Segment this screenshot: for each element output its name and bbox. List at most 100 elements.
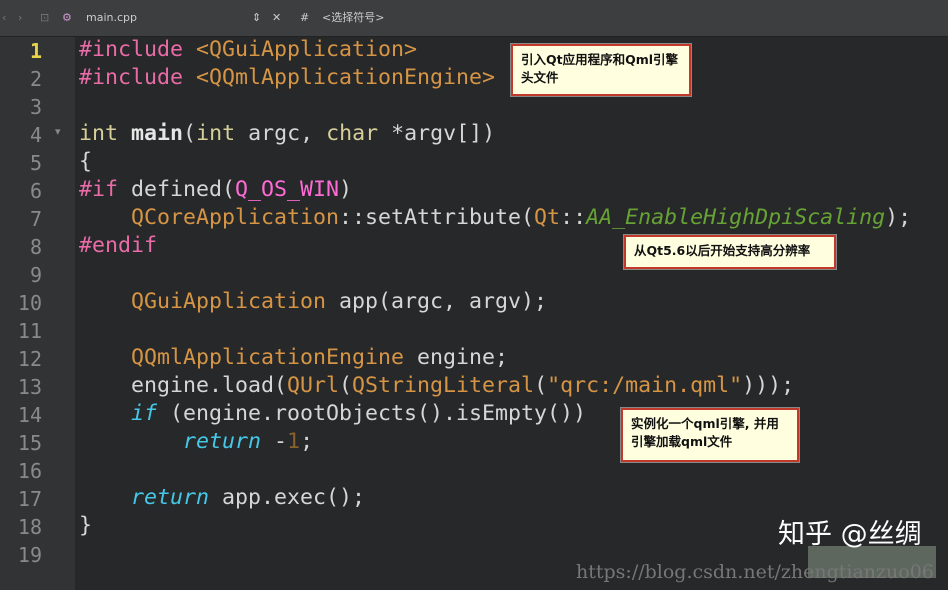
line-number: 17 <box>17 487 42 511</box>
line-number: 14 <box>17 403 42 427</box>
code-token: - <box>261 429 288 454</box>
code-token: ))); <box>742 373 795 398</box>
code-token: return <box>183 429 262 454</box>
code-token: <QGuiApplication> <box>196 37 418 62</box>
line-number: 15 <box>17 431 42 455</box>
line-number: 19 <box>17 543 42 567</box>
code-line[interactable]: } <box>79 513 92 539</box>
line-number: 4 <box>29 123 42 147</box>
line-number: 6 <box>29 179 42 203</box>
line-number: 13 <box>17 375 42 399</box>
annotation-highdpi: 从Qt5.6以后开始支持高分辨率 <box>623 234 837 270</box>
code-token: QQmlApplicationEngine <box>131 345 405 370</box>
code-token: ; <box>300 429 314 454</box>
code-token: ( <box>339 373 353 398</box>
code-line[interactable]: #if defined(Q_OS_WIN) <box>79 177 352 203</box>
back-icon[interactable]: ‹ <box>2 11 7 24</box>
code-token: "qrc:/main.qml" <box>547 373 743 398</box>
code-line[interactable]: { <box>79 149 92 175</box>
code-token: <QQmlApplicationEngine> <box>196 65 496 90</box>
code-token: (engine.rootObjects().isEmpty()) <box>157 401 587 426</box>
code-token: engine; <box>404 345 509 370</box>
code-line[interactable]: return -1; <box>79 429 313 455</box>
code-token <box>183 65 196 90</box>
code-token: ); <box>885 205 912 230</box>
code-token: ::setAttribute( <box>339 205 535 230</box>
code-token: ( <box>534 373 548 398</box>
code-line[interactable]: if (engine.rootObjects().isEmpty()) <box>79 401 586 427</box>
code-token: QCoreApplication <box>131 205 340 230</box>
code-editor[interactable] <box>75 37 948 590</box>
code-token: #if <box>79 177 119 202</box>
line-number: 18 <box>17 515 42 539</box>
code-line[interactable]: return app.exec(); <box>79 485 365 511</box>
line-number: 3 <box>29 95 42 119</box>
line-number: 5 <box>29 151 42 175</box>
code-token: app.exec(); <box>209 485 366 510</box>
watermark-stamp <box>808 546 936 578</box>
line-number: 10 <box>17 291 42 315</box>
code-token: engine.load( <box>79 373 288 398</box>
code-token: :: <box>560 205 587 230</box>
code-line[interactable]: int main(int argc, char *argv[]) <box>79 121 495 147</box>
watermark-url: https://blog.csdn.net/zhengtianzuo06 <box>576 561 934 583</box>
code-token: } <box>79 513 93 538</box>
code-token: AA_EnableHighDpiScaling <box>586 205 886 230</box>
code-line[interactable]: #include <QQmlApplicationEngine> <box>79 65 495 91</box>
code-token: int <box>79 121 119 146</box>
code-token: ( <box>183 121 197 146</box>
code-line[interactable]: QGuiApplication app(argc, argv); <box>79 289 547 315</box>
line-number: 16 <box>17 459 42 483</box>
cpp-file-icon: ⚙ <box>62 11 72 24</box>
updown-icon[interactable]: ⇕ <box>252 11 262 24</box>
code-token: #endif <box>79 233 158 258</box>
line-number: 2 <box>29 67 42 91</box>
code-token <box>183 37 196 62</box>
code-token: argc, <box>235 121 327 146</box>
code-token: main <box>131 121 184 146</box>
code-token <box>79 429 183 454</box>
code-token: #include <box>79 65 184 90</box>
code-token: int <box>196 121 236 146</box>
line-number: 1 <box>29 39 42 63</box>
line-number-gutter <box>0 37 75 590</box>
code-line[interactable]: QQmlApplicationEngine engine; <box>79 345 508 371</box>
code-token: { <box>79 149 93 174</box>
line-number: 7 <box>29 207 42 231</box>
watermark-zhihu: 知乎 @丝绸 <box>778 519 922 550</box>
code-token: 1 <box>287 429 301 454</box>
code-token: return <box>131 485 210 510</box>
symbol-selector[interactable]: <选择符号> <box>322 11 385 24</box>
close-icon[interactable]: ✕ <box>272 11 282 24</box>
symbol-hash: # <box>300 11 310 24</box>
code-token: Q_OS_WIN <box>235 177 340 202</box>
code-token <box>79 485 131 510</box>
code-token: Qt <box>534 205 561 230</box>
file-selector[interactable]: main.cpp <box>86 11 137 24</box>
annotation-includes: 引入Qt应用程序和Qml引擎头文件 <box>510 43 692 97</box>
forward-icon[interactable]: › <box>18 11 23 24</box>
code-token: app(argc, argv); <box>326 289 548 314</box>
code-line[interactable]: #include <QGuiApplication> <box>79 37 417 63</box>
code-token <box>79 401 131 426</box>
line-number: 8 <box>29 235 42 259</box>
line-number: 12 <box>17 347 42 371</box>
code-token <box>79 205 131 230</box>
code-token: ) <box>339 177 353 202</box>
code-token: if <box>131 401 158 426</box>
line-number: 11 <box>17 319 42 343</box>
code-token: #include <box>79 37 184 62</box>
code-token: char <box>326 121 379 146</box>
code-line[interactable]: #endif <box>79 233 157 259</box>
code-line[interactable]: QCoreApplication::setAttribute(Qt::AA_En… <box>79 205 911 231</box>
fold-icon[interactable]: ▾ <box>55 125 61 138</box>
code-token: QStringLiteral <box>352 373 535 398</box>
code-token <box>79 289 131 314</box>
code-token: *argv[]) <box>378 121 496 146</box>
code-token: QUrl <box>287 373 340 398</box>
code-token <box>79 345 131 370</box>
annotation-engine: 实例化一个qml引擎, 并用引擎加载qml文件 <box>620 407 800 463</box>
code-line[interactable]: engine.load(QUrl(QStringLiteral("qrc:/ma… <box>79 373 794 399</box>
lock-icon[interactable]: ⊡ <box>40 11 50 24</box>
line-number: 9 <box>29 263 42 287</box>
